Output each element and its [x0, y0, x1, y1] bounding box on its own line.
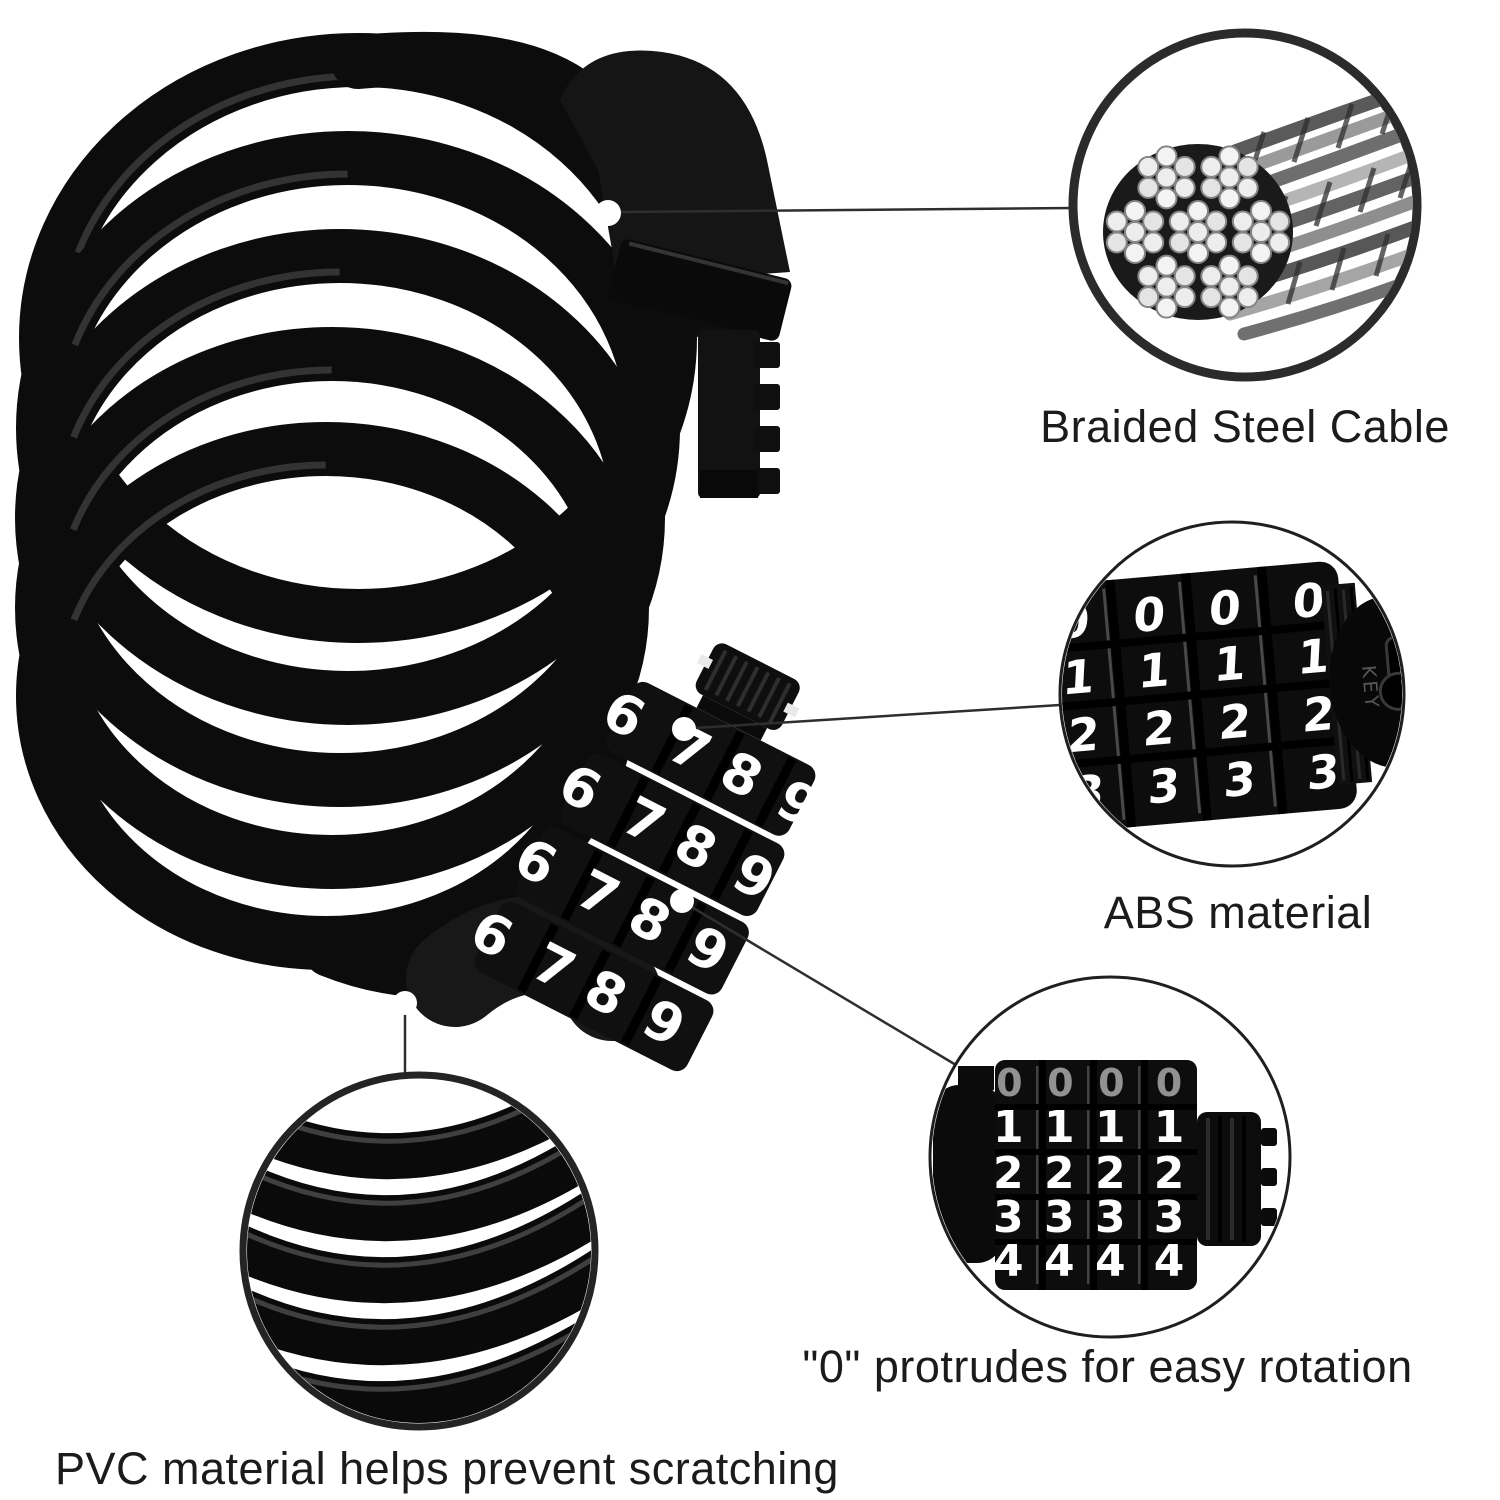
main-dial-3: 6 7 8 9: [505, 825, 749, 995]
label-abs-material: ABS material: [1103, 887, 1373, 938]
rot-dial-separators: [1036, 1060, 1148, 1290]
rot-knurled-knob: [1197, 1112, 1277, 1246]
callout-circle-abs: 0 0 0 0 1 1 1 1 2 2 2 2: [1058, 520, 1406, 868]
head-boot: [560, 50, 790, 284]
main-dial-2: 6 7 8 9: [549, 751, 785, 917]
rot-left-cap: [933, 1085, 1003, 1263]
rot-row-4: 4 4 4 4: [993, 1236, 1184, 1287]
rot-cap-tab: [958, 1066, 994, 1090]
callout-line-braided: [619, 206, 1074, 214]
key-cap-text: KEY: [1357, 664, 1383, 711]
callout-dot-rotation: [670, 889, 694, 913]
label-pvc-material: PVC material helps prevent scratching: [55, 1443, 839, 1494]
shaft-teeth: [754, 342, 780, 494]
abs-dials-closeup: 0 0 0 0 1 1 1 1 2 2 2 2: [1061, 561, 1402, 833]
cap-slot-left: [696, 654, 714, 669]
callout-line-abs: [695, 703, 1061, 730]
rot-row-3: 3 3 3 3: [993, 1192, 1184, 1243]
rot-row-0: 0 0 0 0: [996, 1061, 1182, 1105]
lock-head: [560, 50, 792, 498]
callout-circle-pvc: [239, 1071, 599, 1431]
callout-lines: [403, 206, 1074, 1078]
callout-dot-pvc: [393, 991, 417, 1015]
callout-dot-braided: [595, 200, 621, 226]
lock-neck: [696, 695, 768, 741]
abs-row-ridges: [1062, 619, 1353, 771]
callout-circle-braided-steel: [1068, 28, 1422, 382]
callout-circle-rotation: 0 0 0 0 1 1 1 1 2 2 2 2 3: [928, 975, 1292, 1339]
cap-ribs: [703, 649, 792, 724]
abs-row-1: 1 1 1 1: [1061, 628, 1331, 706]
rot-row-ridges: [995, 1104, 1197, 1245]
label-zero-protrudes: "0" protrudes for easy rotation: [802, 1341, 1413, 1392]
rotation-dials-closeup: 0 0 0 0 1 1 1 1 2 2 2 2 3: [933, 1060, 1277, 1290]
coiled-cable: [15, 31, 697, 998]
abs-row-2: 2 2 2 2: [1066, 686, 1336, 764]
head-collar: [608, 239, 792, 341]
rot-dial-digits: 0 0 0 0 1 1 1 1 2 2 2 2 3: [993, 1061, 1184, 1287]
label-braided-steel-cable: Braided Steel Cable: [1040, 401, 1450, 452]
shaft-tip: [700, 470, 758, 498]
callout-line-rotation: [689, 904, 957, 1067]
callout-dot-abs: [672, 717, 696, 741]
key-shaft: [698, 330, 760, 498]
abs-row-3: 3 3 3 3: [1071, 744, 1341, 822]
cap-slot-right: [783, 702, 800, 718]
rot-row-2: 2 2 2 2: [993, 1148, 1184, 1199]
callout-dots: [393, 200, 696, 1015]
main-combination-lock: 6 7 8 9 6 7 8 9 6 7: [461, 643, 829, 1072]
rot-row-1: 1 1 1 1: [993, 1102, 1184, 1153]
